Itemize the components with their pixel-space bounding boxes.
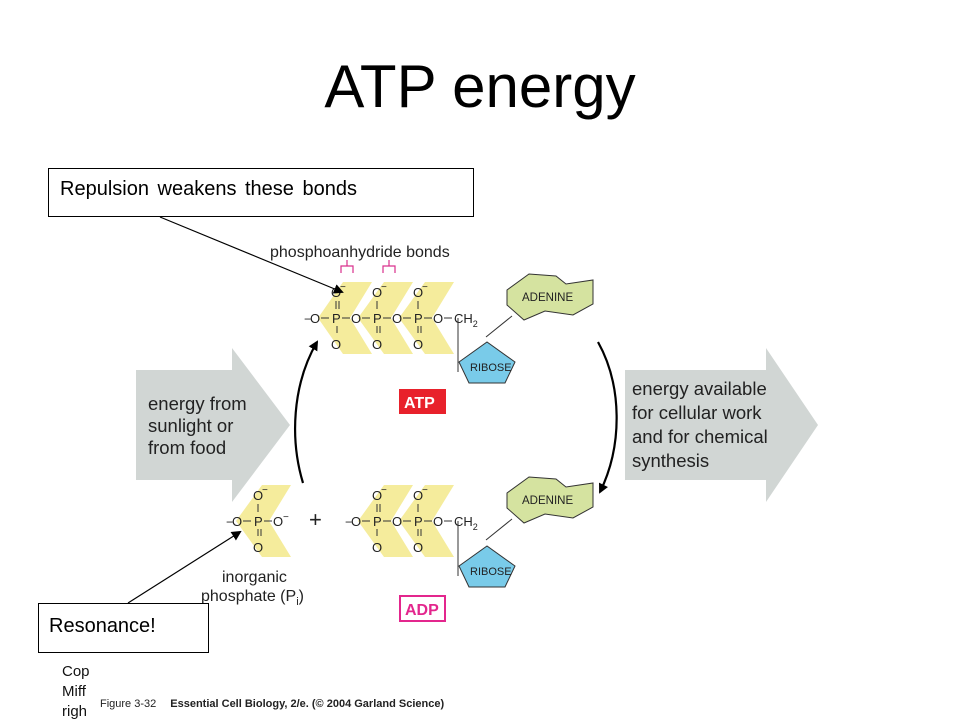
phosphorus-atom: P (414, 311, 423, 326)
bond-label: phosphoanhydride bonds (270, 244, 450, 261)
oxygen-top: O (372, 285, 382, 300)
phosphorus-atom: P (373, 514, 382, 529)
bridging-oxygen: O (351, 311, 361, 326)
negative-charge: − (283, 512, 289, 523)
bond-bracket-1 (340, 260, 354, 273)
right-arrow-line-4: synthesis (632, 450, 709, 471)
atp-label: ATP (404, 395, 435, 412)
atp-ribose-shape (458, 341, 516, 384)
left-energy-arrow (136, 348, 290, 502)
right-arrow-line-1: energy available (632, 378, 767, 399)
pi-label-line-1: inorganic (222, 569, 287, 586)
oxygen-bottom: O (413, 540, 423, 555)
resonance-callout: Resonance! (38, 603, 209, 653)
copyright-line-2: Miff (62, 683, 86, 700)
bond-bracket-2 (382, 260, 396, 273)
bonds-pointer (159, 216, 344, 294)
pi-label-line-2: phosphate (Pi) (201, 588, 304, 608)
oxygen-bottom: O (331, 337, 341, 352)
oxygen-bottom: O (372, 337, 382, 352)
adp-adenine-shape (506, 476, 594, 524)
oxygen-bottom: O (372, 540, 382, 555)
negative-charge: − (381, 282, 387, 293)
hydrolysis-cycle-arrow (597, 341, 618, 494)
negative-charge: − (345, 515, 352, 529)
slide-title: ATP energy (324, 53, 636, 120)
phosphorus-atom: P (373, 311, 382, 326)
left-arrow-line-3: from food (148, 437, 226, 458)
terminal-oxygen: O (273, 514, 283, 529)
bridging-oxygen: O (433, 311, 443, 326)
ch2-group: CH2 (454, 514, 478, 532)
oxygen-bottom: O (253, 540, 263, 555)
atp-adenine-label: ADENINE (522, 292, 573, 304)
adp-ribose-label: RIBOSE (470, 566, 512, 578)
atp-adenine-shape (506, 273, 594, 321)
terminal-oxygen: O (310, 311, 320, 326)
left-arrow-line-2: sunlight or (148, 415, 233, 436)
adp-ribose-link (485, 518, 513, 541)
bonds-callout: Repulsion weakens these bonds (48, 168, 474, 217)
phosphorus-atom: P (332, 311, 341, 326)
oxygen-top: O (253, 488, 263, 503)
adp-adenine-label: ADENINE (522, 495, 573, 507)
right-arrow-line-2: for cellular work (632, 402, 762, 423)
negative-charge: − (226, 515, 233, 529)
negative-charge: − (262, 485, 268, 496)
terminal-oxygen: O (351, 514, 361, 529)
right-arrow-line-3: and for chemical (632, 426, 768, 447)
bridging-oxygen: O (392, 514, 402, 529)
bridging-oxygen: O (392, 311, 402, 326)
copyright-line-1: Cop (62, 663, 90, 680)
atp-label-box (399, 389, 446, 414)
adp-ribose-shape (458, 545, 516, 588)
ch2-group: CH2 (454, 311, 478, 329)
right-energy-arrow (625, 348, 818, 502)
pi-shape (236, 485, 291, 557)
plus-sign: + (309, 507, 322, 532)
adp-label: ADP (405, 602, 439, 619)
resonance-pointer (127, 530, 242, 604)
synthesis-cycle-arrow (294, 340, 319, 484)
terminal-oxygen: O (232, 514, 242, 529)
negative-charge: − (422, 485, 428, 496)
oxygen-bottom: O (413, 337, 423, 352)
negative-charge: − (304, 312, 311, 326)
atp-ribose-link (485, 315, 513, 338)
adp-label-box (399, 595, 446, 622)
bridging-oxygen: O (433, 514, 443, 529)
phosphorus-atom: P (254, 514, 263, 529)
oxygen-top: O (413, 285, 423, 300)
negative-charge: − (422, 282, 428, 293)
copyright-fragment: Cop Miff righ (62, 662, 102, 722)
copyright-line-3: righ (62, 703, 88, 720)
atp-ribose-label: RIBOSE (470, 362, 512, 374)
phosphorus-atom: P (414, 514, 423, 529)
oxygen-top: O (372, 488, 382, 503)
oxygen-top: O (413, 488, 423, 503)
negative-charge: − (381, 485, 387, 496)
left-arrow-line-1: energy from (148, 393, 247, 414)
